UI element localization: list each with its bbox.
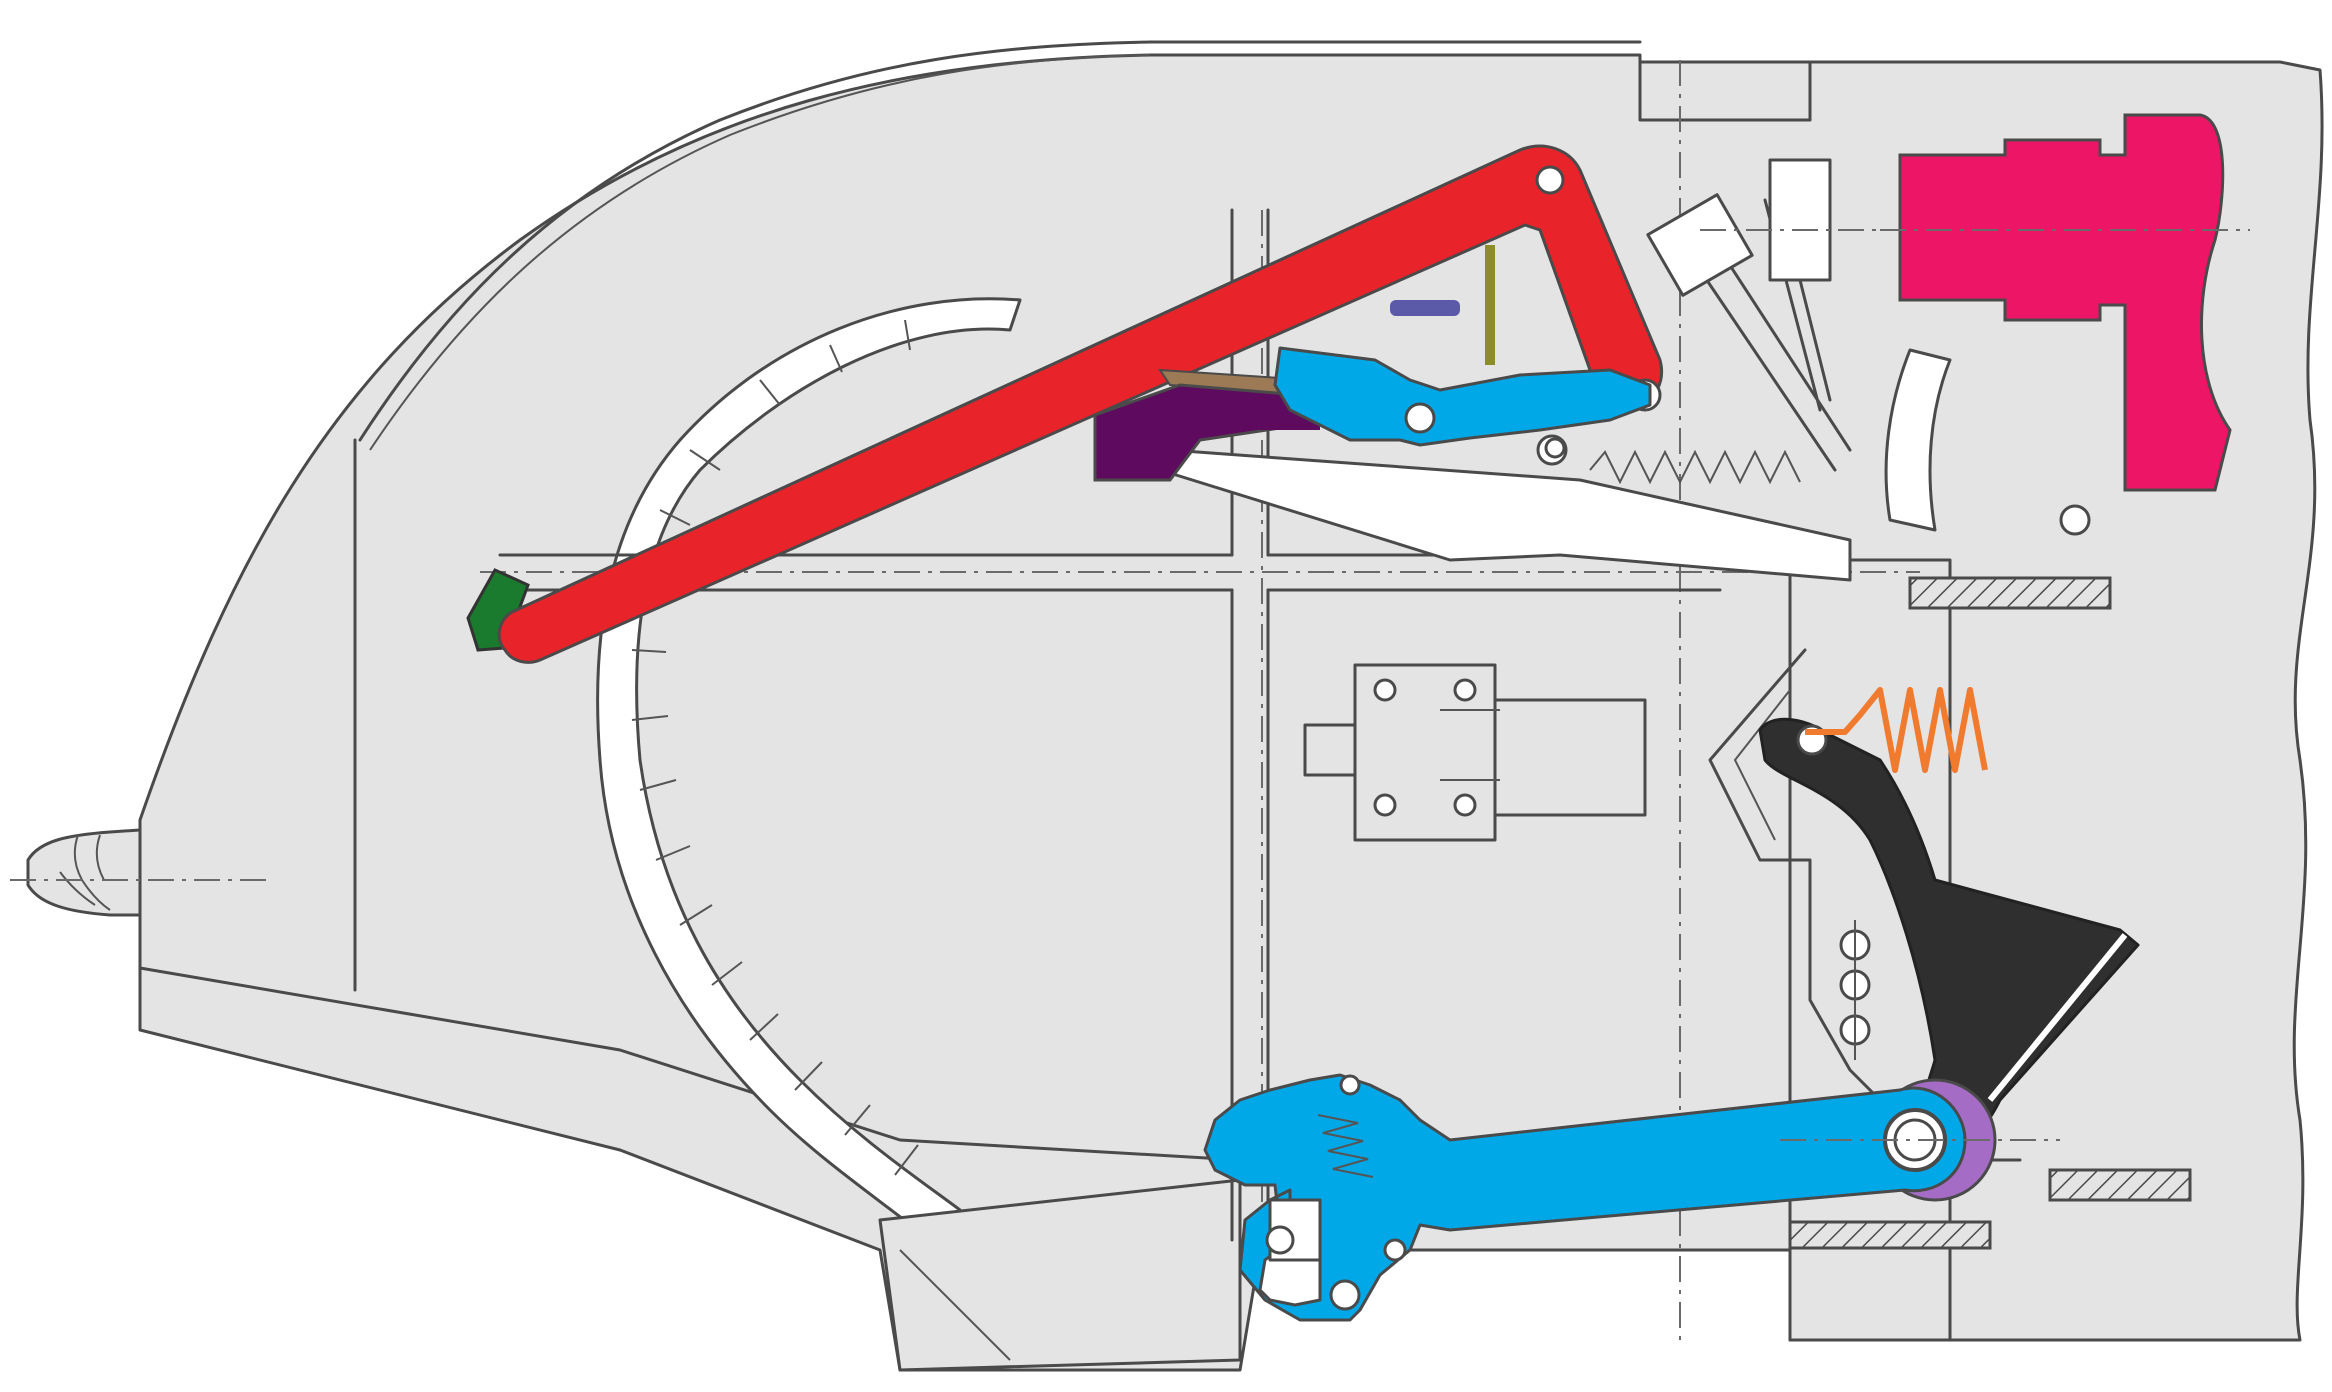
lower-duct-block (878, 1178, 1242, 1372)
lower-hatched-bar (2048, 1168, 2192, 1202)
upper-hatched-bar (1908, 576, 2112, 610)
spring-coil (1589, 449, 1801, 485)
blue-link-pin-bottom (1329, 1279, 1361, 1311)
black-arm-edge (1987, 933, 2128, 1102)
right-tower-outline (1638, 60, 1812, 122)
upper-clevis (1646, 193, 1754, 297)
blue-latch-pin (1544, 437, 1566, 459)
magenta-block-icon (1898, 113, 2232, 492)
fairing-inner-line (369, 54, 1151, 451)
spring-housing (1158, 448, 1852, 582)
lower-duct-diagonal (899, 1249, 1011, 1361)
cam-channel-inner (1733, 689, 1791, 841)
orange-spring-icon (1805, 687, 1988, 773)
conduit-segments (631, 319, 919, 1176)
horizontal-beam (498, 553, 1722, 592)
blue-latch-pivot (1404, 402, 1436, 434)
blue-latch-icon (1273, 346, 1652, 447)
blue-link-pin-left (1265, 1225, 1295, 1255)
blue-link-pin-top (1339, 1074, 1361, 1096)
chain-links (1839, 920, 1871, 1060)
blue-link-spring (1317, 1114, 1374, 1178)
bolt-plate (1303, 663, 1647, 842)
bottom-hatched-bar (1788, 1220, 1992, 1250)
purple-block-icon (1093, 383, 1302, 482)
upper-linkage-rods (1698, 198, 1852, 472)
upper-switch (1768, 158, 1832, 282)
slate-rod-icon (1390, 300, 1460, 316)
red-lever-top-pivot (1535, 165, 1565, 195)
blue-link-pin-mid (1383, 1238, 1407, 1262)
fairing-outer-line (358, 40, 1642, 442)
spring-end-pivot (2059, 504, 2091, 536)
olive-rod-icon (1485, 245, 1495, 365)
nose-cone (26, 828, 142, 917)
flexible-cable (1884, 348, 1952, 532)
